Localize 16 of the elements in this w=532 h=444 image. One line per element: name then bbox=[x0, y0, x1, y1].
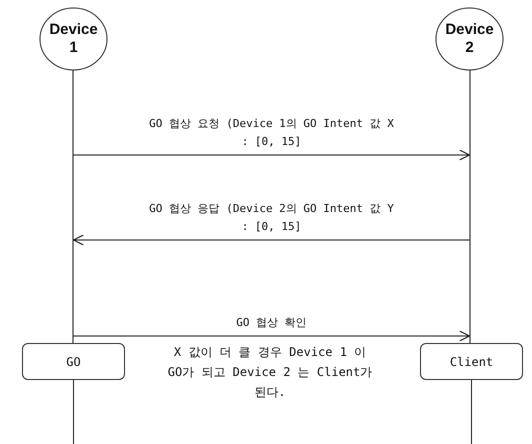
lifeline bbox=[72, 70, 74, 343]
participant-ellipse bbox=[40, 8, 108, 70]
edge-label: GO 협상 응답 (Device 2의 GO Intent 값 Y : [0, 15] bbox=[149, 202, 394, 233]
role-box: GO bbox=[22, 343, 125, 380]
lifeline bbox=[73, 380, 74, 444]
message-arrow bbox=[73, 330, 470, 342]
participant-name: Device 2 bbox=[444, 21, 494, 57]
participant-name: Device 1 bbox=[48, 21, 98, 57]
role-box: Client bbox=[420, 343, 523, 380]
edge-label: GO 협상 확인 bbox=[236, 316, 307, 329]
lifeline bbox=[471, 380, 472, 444]
message-arrow bbox=[72, 234, 470, 246]
message-arrow bbox=[73, 149, 470, 161]
note-text: X 값이 더 클 경우 Device 1 이 GO가 되고 Device 2 는 Client가 된다. bbox=[166, 344, 374, 401]
edge-label: GO 협상 요청 (Device 1의 GO Intent 값 X : [0, 15] bbox=[149, 117, 394, 148]
participant-ellipse bbox=[436, 8, 504, 70]
